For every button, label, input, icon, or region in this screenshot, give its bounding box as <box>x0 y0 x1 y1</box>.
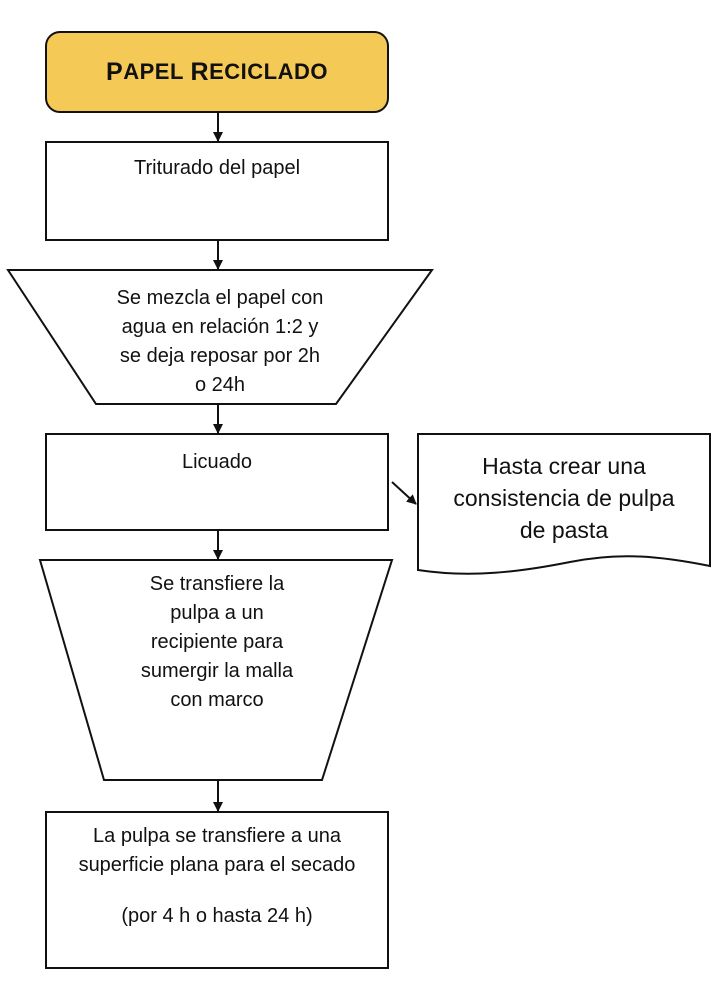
step-shred-label: Triturado del papel <box>133 157 301 179</box>
step-blend-label: Licuado <box>181 451 253 473</box>
note-label: Hasta crear una consistencia de pulpa de… <box>453 453 675 543</box>
step-blend-box <box>45 433 389 531</box>
step-shred-box <box>45 141 389 241</box>
step-transfer-label: Se transfiere la pulpa a un recipiente p… <box>140 573 294 711</box>
note-document <box>417 433 711 575</box>
step-mix-label: Se mezcla el papel con agua en relación … <box>116 287 324 396</box>
step-dry-box <box>45 811 389 969</box>
arrow-blend-to-note <box>391 481 417 505</box>
step-transfer-trapezoid <box>38 559 394 781</box>
step-dry-label: La pulpa se transfiere a una superficie … <box>78 825 356 927</box>
step-mix-trapezoid <box>6 269 434 405</box>
